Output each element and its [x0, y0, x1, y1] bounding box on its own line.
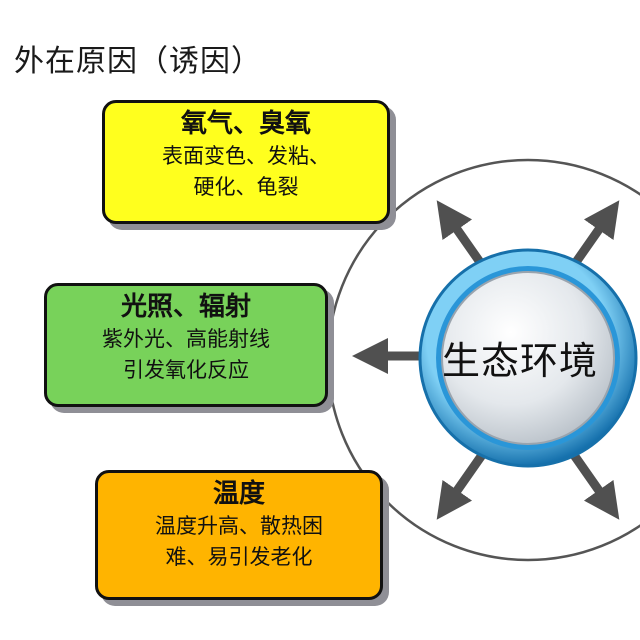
- box-temperature: 温度 温度升高、散热困 难、易引发老化: [95, 470, 383, 600]
- box-oxygen-ozone: 氧气、臭氧 表面变色、发粘、 硬化、龟裂: [102, 100, 390, 224]
- heading-external-causes: 外在原因（诱因）: [14, 44, 262, 79]
- outer-ring-circle: [326, 158, 640, 562]
- box-oxygen-title: 氧气、臭氧: [180, 109, 311, 139]
- center-label-eco-environment: 生态环境: [441, 339, 598, 383]
- box-light-title: 光照、辐射: [120, 292, 251, 322]
- box-temp-line1: 温度升高、散热困: [155, 514, 323, 538]
- outward-arrows: [352, 200, 620, 520]
- box-light-radiation: 光照、辐射 紫外光、高能射线 引发氧化反应: [44, 283, 328, 407]
- box-light-line1: 紫外光、高能射线: [102, 327, 270, 351]
- arrow-upper-left: [436, 200, 486, 268]
- box-temp-title: 温度: [212, 479, 265, 509]
- box-temp-line2: 难、易引发老化: [165, 545, 313, 569]
- center-disc: [441, 271, 615, 445]
- arrow-lower-right: [570, 452, 620, 520]
- arrow-lower-left: [436, 452, 486, 520]
- box-light-line2: 引发氧化反应: [123, 358, 249, 382]
- box-oxygen-line2: 硬化、龟裂: [193, 175, 299, 199]
- arrow-upper-right: [570, 200, 620, 268]
- box-oxygen-line1: 表面变色、发粘、: [162, 144, 330, 168]
